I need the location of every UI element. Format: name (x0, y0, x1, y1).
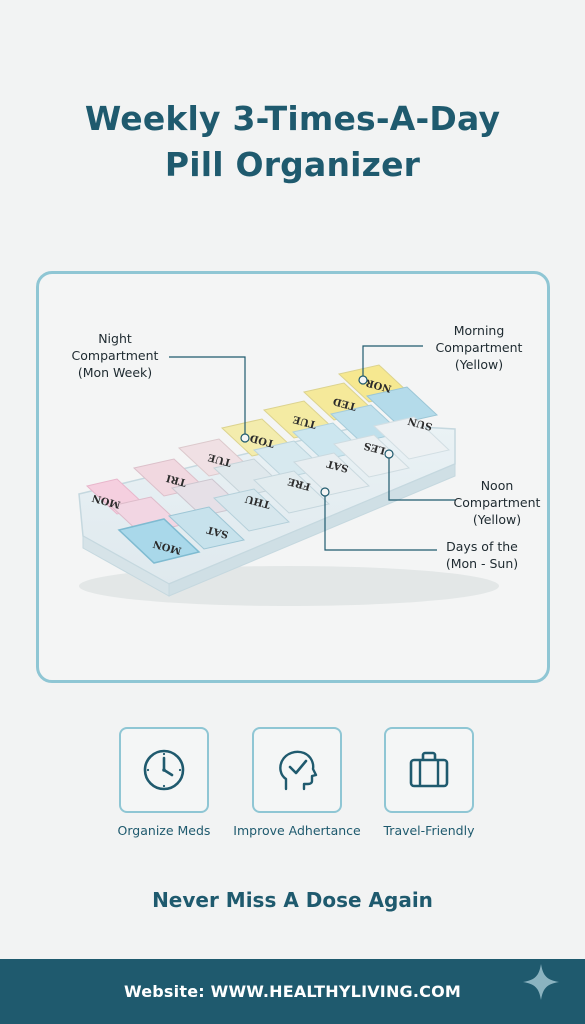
feature-label: Organize Meds (117, 823, 211, 838)
tagline: Never Miss A Dose Again (152, 888, 433, 912)
front-row-lids (117, 416, 451, 564)
feature-label: Travel-Friendly (383, 823, 475, 838)
feature-label: Improve Adhertance (233, 823, 361, 838)
feature-row: Organize Meds Improve Adhertance Travel-… (0, 727, 585, 847)
feature-travel-friendly: Travel-Friendly (359, 727, 499, 838)
product-diagram-panel: MON TRI TUE TOD TUE TED NOR THU FRE SAT … (36, 271, 550, 683)
callout-night: Night Compartment (Mon Week) (71, 331, 159, 380)
feature-improve-adherence: Improve Adhertance (227, 727, 367, 838)
callout-morning: Morning Compartment (Yellow) (435, 323, 523, 372)
feature-organize-meds: Organize Meds (94, 727, 234, 838)
pill-organizer-illustration: MON TRI TUE TOD TUE TED NOR THU FRE SAT … (78, 345, 499, 606)
footer-bar: Website: WWW.HEALTHYLIVING.COM (0, 959, 585, 1024)
title-line-1: Weekly 3-Times-A-Day (84, 99, 501, 138)
lid-label-back-1: TRI (165, 472, 188, 488)
clock-icon (143, 749, 185, 791)
head-check-icon (279, 750, 318, 791)
callout-lines (169, 345, 455, 551)
lid-label-mid-6: LES (363, 439, 387, 455)
suitcase-icon (409, 751, 449, 788)
page-title: Weekly 3-Times-A-Day Pill Organizer (0, 96, 585, 188)
title-line-2: Pill Organizer (164, 145, 421, 184)
sparkle-icon (523, 964, 559, 1000)
website-link[interactable]: Website: WWW.HEALTHYLIVING.COM (123, 982, 462, 1001)
callout-days: Days of the (Mon - Sun) (445, 539, 519, 571)
callout-noon: Noon Compartment (Yellow) (453, 478, 541, 527)
